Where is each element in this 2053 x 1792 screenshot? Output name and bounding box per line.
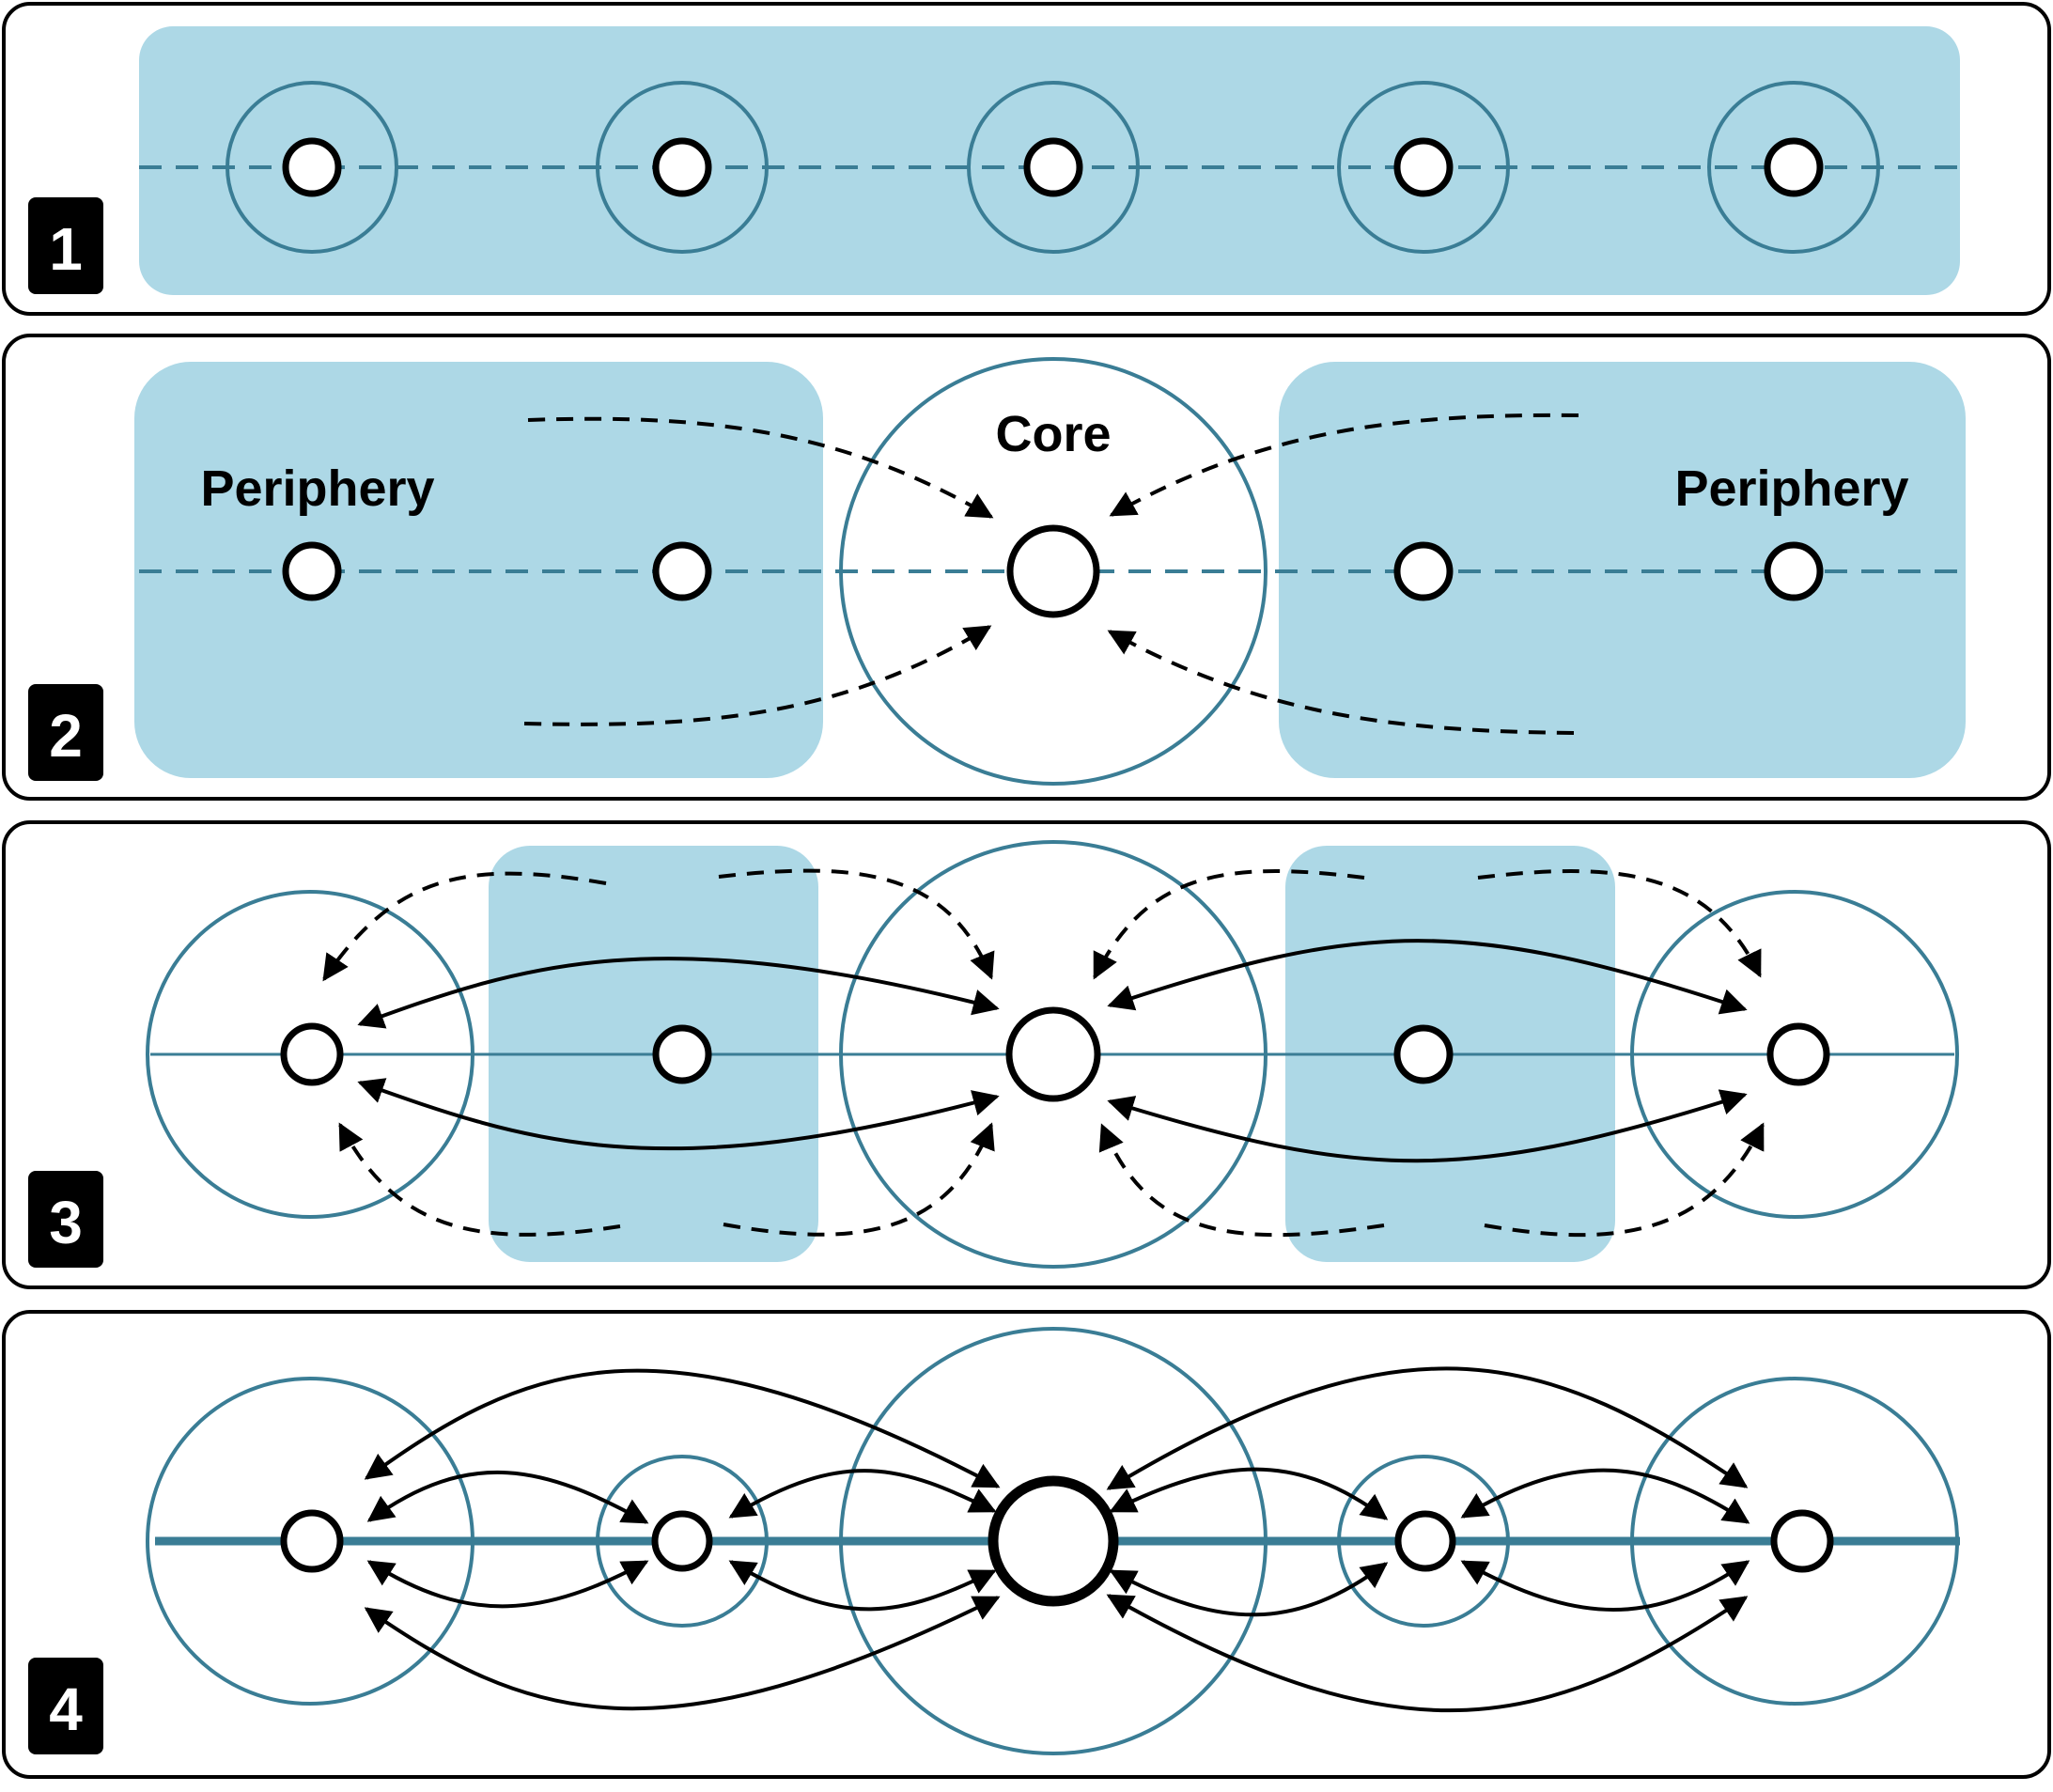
subcentre-node (280, 1509, 344, 1573)
node-ring (1707, 81, 1880, 254)
flow-arrow (357, 957, 1000, 1029)
subcentre-node (280, 1022, 344, 1086)
periphery-node (652, 1024, 712, 1084)
node (652, 137, 712, 197)
local-flow-arrow (728, 1469, 997, 1519)
periphery-label-left: Periphery (200, 460, 434, 517)
inflow-arrow (1107, 630, 1575, 735)
dashed-flow-arrow (1484, 1122, 1765, 1238)
flow-arrow (1107, 1089, 1748, 1163)
node-ring (967, 81, 1140, 254)
panel-number: 4 (49, 1675, 83, 1743)
local-flow-arrow (728, 1560, 997, 1612)
core-node (988, 1475, 1119, 1607)
panel-number-badge (28, 1171, 103, 1268)
subcentre-node (1770, 1509, 1834, 1573)
long-flow-arrow (364, 1596, 1001, 1711)
core-label: Core (995, 406, 1111, 462)
node-ring (226, 81, 398, 254)
node (1393, 137, 1454, 197)
core-node (1005, 1006, 1101, 1102)
local-flow-arrow (1460, 1560, 1750, 1612)
node (1764, 137, 1824, 197)
local-flow-arrow (1109, 1467, 1389, 1520)
local-flow-arrow (1109, 1562, 1389, 1617)
core-node (1006, 524, 1100, 618)
panel-number-badge (28, 197, 103, 294)
periphery-label-right: Periphery (1674, 460, 1908, 517)
node (1023, 137, 1083, 197)
dashed-flow-arrow (1098, 1123, 1385, 1238)
panel-number: 2 (49, 702, 83, 770)
local-flow-arrow (366, 1470, 649, 1524)
panel-3: 3 (2, 820, 2051, 1289)
dashed-flow-arrow (1093, 869, 1365, 980)
subcentre-node (1766, 1022, 1830, 1086)
dashed-flow-arrow (338, 1122, 621, 1237)
panel-1: 1 (2, 2, 2051, 316)
periphery-node (282, 541, 342, 601)
flow-arrow (357, 1078, 1000, 1151)
node-ring (596, 81, 769, 254)
local-flow-arrow (1460, 1468, 1750, 1524)
dashed-flow-arrow (723, 1122, 995, 1237)
local-flow-arrow (366, 1560, 649, 1609)
dashed-flow-arrow (718, 868, 995, 980)
periphery-node (652, 541, 712, 601)
panel-number: 3 (49, 1189, 83, 1256)
panel-4: 4 (2, 1310, 2051, 1779)
periphery-node (1393, 541, 1454, 601)
flow-arrow (1107, 939, 1748, 1015)
node (282, 137, 342, 197)
node-ring (1337, 81, 1510, 254)
panel-number: 1 (49, 215, 83, 283)
periphery-node (1764, 541, 1824, 601)
long-flow-arrow (1106, 1594, 1749, 1713)
periphery-node (1393, 1024, 1454, 1084)
panel-number-badge (28, 684, 103, 781)
panel-number-badge (28, 1658, 103, 1754)
panel-2: Core Periphery Periphery 2 (2, 334, 2051, 801)
dashed-flow-arrow (1477, 869, 1762, 978)
node (1394, 1510, 1456, 1572)
long-flow-arrow (1106, 1366, 1749, 1490)
long-flow-arrow (364, 1368, 1001, 1488)
node (651, 1510, 713, 1572)
